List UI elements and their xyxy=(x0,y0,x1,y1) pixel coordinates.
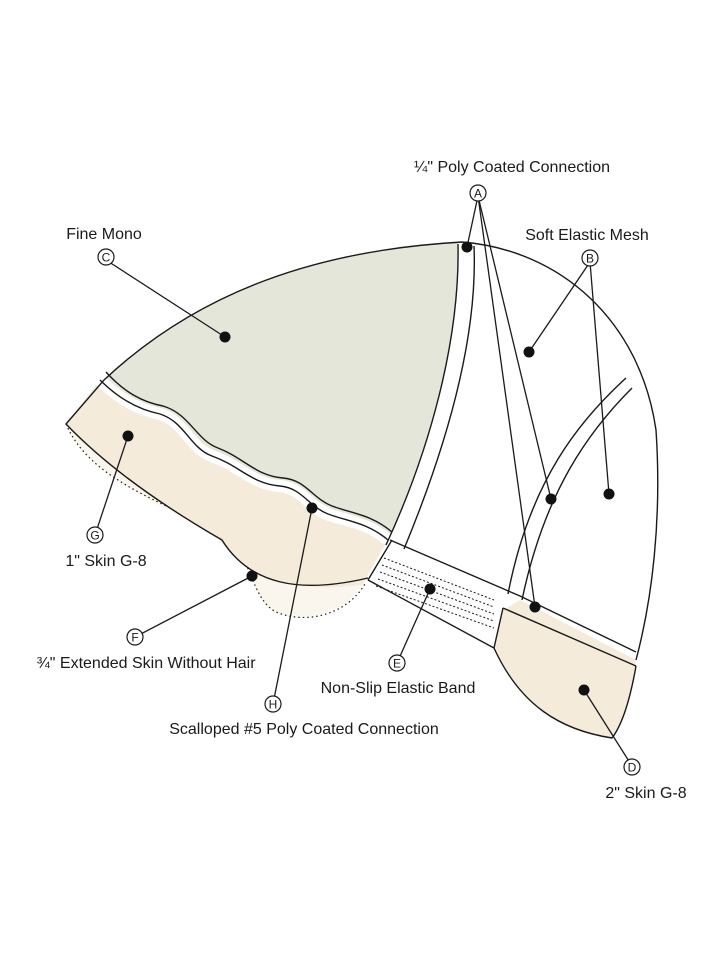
leader-lines xyxy=(94,195,633,767)
label-d: 2" Skin G-8 xyxy=(605,785,686,802)
leader-d xyxy=(583,689,633,767)
badge-e: E xyxy=(388,654,406,672)
scalloped-connection-edge-outer xyxy=(99,379,389,541)
band-edge-bottom xyxy=(367,579,495,649)
leader-a-1 xyxy=(466,195,479,248)
leader-a-3 xyxy=(477,195,536,608)
elastic-band-stitches xyxy=(375,557,495,629)
label-h: Scalloped #5 Poly Coated Connection xyxy=(169,721,439,738)
leader-c xyxy=(105,259,226,338)
badge-letter-h: H xyxy=(269,698,278,712)
dot-f xyxy=(246,570,258,582)
skin-front-region xyxy=(66,380,385,588)
label-a: ¼" Poly Coated Connection xyxy=(414,159,610,176)
soft-elastic-mesh-region xyxy=(405,242,658,658)
dot-a-2 xyxy=(545,493,557,505)
scalloped-connection-edge-inner xyxy=(105,371,393,533)
badge-letter-c: C xyxy=(102,251,111,265)
poly-connection-stripe-front-a xyxy=(385,243,459,546)
label-e: Non-Slip Elastic Band xyxy=(321,680,476,697)
badge-d: D xyxy=(623,758,641,776)
badge-letter-a: A xyxy=(474,187,482,201)
dot-b-2 xyxy=(603,488,615,500)
callout-labels: ¼" Poly Coated Connection Soft Elastic M… xyxy=(36,159,686,802)
poly-connection-stripe-back-b xyxy=(521,387,633,601)
badge-h: H xyxy=(264,695,282,713)
badge-a: A xyxy=(469,184,487,202)
dot-g xyxy=(122,430,134,442)
cap-outer-outline xyxy=(103,241,659,661)
badge-letter-d: D xyxy=(628,761,637,775)
label-f: ¾" Extended Skin Without Hair xyxy=(36,655,256,672)
band-end-left xyxy=(367,539,393,581)
poly-connection-stripe-front-b xyxy=(403,245,476,550)
badge-f: F xyxy=(126,628,144,646)
dot-a-1 xyxy=(461,241,473,253)
dot-d xyxy=(578,684,590,696)
badge-b: B xyxy=(581,249,599,267)
fine-mono-region xyxy=(104,242,459,546)
cap-front-edge xyxy=(65,379,369,587)
badge-letter-f: F xyxy=(131,631,138,645)
dot-b-1 xyxy=(523,346,535,358)
badge-letter-b: B xyxy=(586,252,594,266)
badge-c: C xyxy=(97,248,115,266)
leader-a-2 xyxy=(477,195,552,500)
dot-a-3 xyxy=(529,601,541,613)
extended-skin-dotted-edge xyxy=(65,423,367,619)
stitch-line xyxy=(375,585,495,629)
poly-connection-stripe-back-a xyxy=(507,377,627,595)
elastic-band xyxy=(368,540,520,646)
dot-e xyxy=(424,583,436,595)
leader-e xyxy=(396,588,431,664)
leader-g xyxy=(94,435,129,536)
leader-b-2 xyxy=(589,261,610,495)
dot-c xyxy=(219,331,231,343)
badge-letter-g: G xyxy=(90,529,99,543)
band-edge-top xyxy=(389,539,637,653)
stitch-line xyxy=(379,571,495,615)
leader-h xyxy=(272,507,313,705)
skin-back-outline xyxy=(493,647,637,739)
leader-b-1 xyxy=(528,261,591,353)
label-b: Soft Elastic Mesh xyxy=(525,227,649,244)
label-c: Fine Mono xyxy=(66,226,142,243)
letter-badges: A B C D E F G H xyxy=(86,184,641,776)
anchor-dots xyxy=(122,241,615,696)
badge-g: G xyxy=(86,526,104,544)
badge-letter-e: E xyxy=(393,657,401,671)
leader-f xyxy=(134,575,253,638)
band-bottom-right xyxy=(502,607,637,667)
stitch-line xyxy=(377,578,495,622)
skin-back-region xyxy=(494,600,636,738)
dot-h xyxy=(306,502,318,514)
label-g: 1" Skin G-8 xyxy=(65,553,146,570)
band-end-right xyxy=(493,607,504,649)
